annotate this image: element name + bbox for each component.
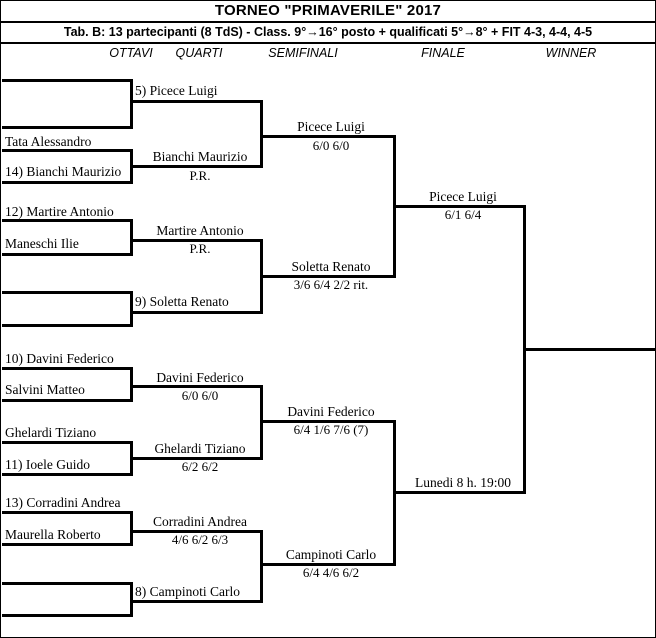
r16-pair-8-connector: [130, 582, 133, 617]
final-2-line: [393, 491, 526, 494]
r16-pair-1-connector: [130, 79, 133, 129]
r16-slot-9-name: 10) Davini Federico: [5, 351, 114, 366]
sf-2-score: 3/6 6/4 2/2 rit.: [293, 277, 369, 292]
r16-slot-12-line: [2, 473, 133, 476]
page-subtitle: Tab. B: 13 partecipanti (8 TdS) - Class.…: [63, 25, 593, 39]
r16-slot-4-line: [2, 181, 133, 184]
qf-6-line: [130, 457, 263, 460]
qf-6-winner: Ghelardi Tiziano: [154, 441, 246, 456]
qf-7-line: [130, 530, 263, 533]
r16-slot-5-name: 12) Martire Antonio: [5, 204, 114, 219]
r16-slot-8-line: [2, 324, 133, 327]
r16-slot-13-name: 13) Corradini Andrea: [5, 495, 121, 510]
r16-slot-15-line: [2, 582, 133, 585]
r16-slot-7-line: [2, 291, 133, 294]
r16-slot-3-line: [2, 149, 133, 152]
sf-3-winner: Davini Federico: [287, 404, 375, 419]
r16-slot-2-line: [2, 126, 133, 129]
column-header-finale: FINALE: [421, 46, 465, 60]
r16-slot-3-name: Tata Alessandro: [5, 134, 92, 149]
qf-pair-1-connector: [260, 100, 263, 168]
qf-8-winner: 8) Campinoti Carlo: [135, 584, 240, 599]
qf-7-score: 4/6 6/2 6/3: [171, 532, 229, 547]
qf-5-winner: Davini Federico: [156, 370, 244, 385]
r16-slot-13-line: [2, 511, 133, 514]
column-header-quarti: QUARTI: [175, 46, 223, 60]
r16-slot-16-line: [2, 614, 133, 617]
r16-slot-10-name: Salvini Matteo: [5, 382, 85, 397]
qf-1-winner: 5) Picece Luigi: [135, 83, 218, 98]
r16-slot-4-name: 14) Bianchi Maurizio: [5, 164, 122, 179]
qf-pair-4-connector: [260, 530, 263, 603]
r16-slot-9-line: [2, 367, 133, 370]
winner-line: [523, 348, 655, 351]
qf-4-line: [130, 311, 263, 314]
title-divider: [1, 21, 655, 23]
r16-slot-11-name: Ghelardi Tiziano: [5, 425, 97, 440]
column-headers: OTTAVI QUARTI SEMIFINALI FINALE WINNER: [1, 45, 655, 63]
column-header-semifinali: SEMIFINALI: [268, 46, 338, 60]
sf-2-winner: Soletta Renato: [291, 259, 371, 274]
r16-slot-6-name: Maneschi Ilie: [5, 236, 79, 251]
r16-slot-10-line: [2, 399, 133, 402]
sf-2-line: [260, 275, 396, 278]
r16-slot-1-line: [2, 79, 133, 82]
qf-1-line: [130, 100, 263, 103]
column-header-winner: WINNER: [545, 46, 597, 60]
r16-slot-14-line: [2, 543, 133, 546]
qf-2-line: [130, 165, 263, 168]
sf-4-line: [260, 563, 396, 566]
final-1-line: [393, 205, 526, 208]
qf-6-score: 6/2 6/2: [181, 459, 219, 474]
qf-8-line: [130, 600, 263, 603]
final-1-score: 6/1 6/4: [444, 207, 482, 222]
qf-5-line: [130, 385, 263, 388]
page-title: TORNEO "PRIMAVERILE" 2017: [214, 2, 442, 19]
sf-4-winner: Campinoti Carlo: [285, 547, 377, 562]
r16-slot-6-line: [2, 253, 133, 256]
r16-slot-11-line: [2, 441, 133, 444]
qf-3-line: [130, 239, 263, 242]
r16-pair-4-connector: [130, 291, 133, 327]
r16-pair-3-connector: [130, 219, 133, 256]
sf-1-line: [260, 135, 396, 138]
r16-slot-14-name: Maurella Roberto: [5, 527, 101, 542]
qf-7-winner: Corradini Andrea: [152, 514, 248, 529]
subtitle-divider: [1, 42, 655, 44]
qf-2-winner: Bianchi Maurizio: [152, 149, 248, 164]
r16-slot-12-name: 11) Ioele Guido: [5, 457, 90, 472]
qf-3-winner: Martire Antonio: [156, 223, 244, 238]
sf-3-line: [260, 420, 396, 423]
final-2-winner: Lunedi 8 h. 19:00: [415, 475, 511, 490]
sf-3-score: 6/4 1/6 7/6 (7): [293, 422, 369, 437]
column-header-ottavi: OTTAVI: [109, 46, 153, 60]
qf-4-winner: 9) Soletta Renato: [135, 294, 229, 309]
r16-pair-7-connector: [130, 511, 133, 546]
sf-4-score: 6/4 4/6 6/2: [302, 565, 360, 580]
qf-5-score: 6/0 6/0: [181, 388, 219, 403]
r16-slot-5-line: [2, 219, 133, 222]
r16-pair-5-connector: [130, 367, 133, 402]
sf-1-winner: Picece Luigi: [297, 119, 365, 134]
qf-3-score: P.R.: [189, 241, 211, 256]
final-1-winner: Picece Luigi: [429, 189, 497, 204]
qf-2-score: P.R.: [189, 168, 211, 183]
sf-1-score: 6/0 6/0: [312, 138, 350, 153]
